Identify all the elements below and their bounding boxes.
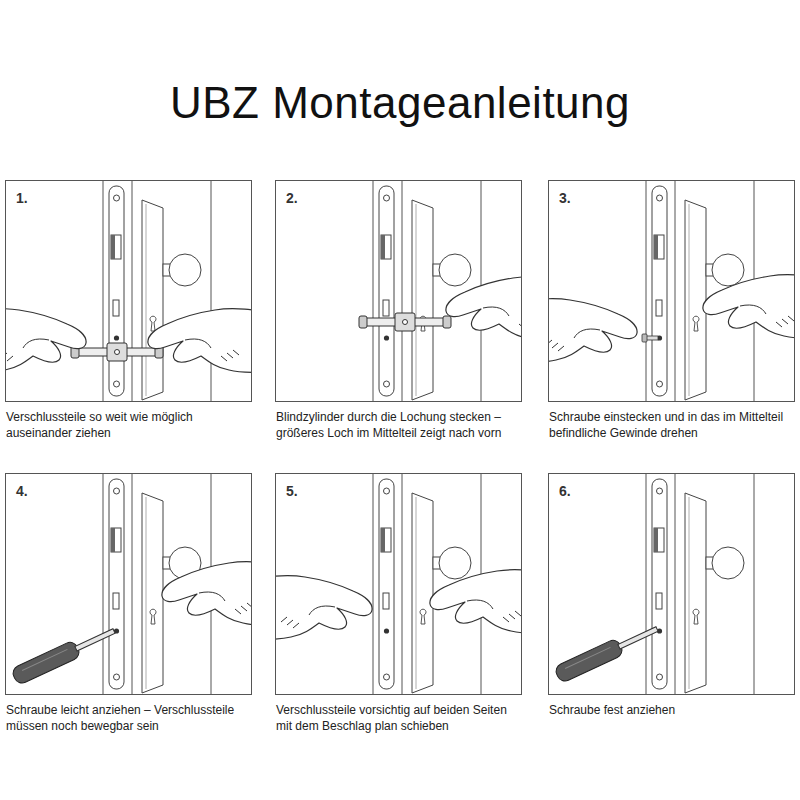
step-caption: Verschlussteile so weit wie möglich ause… [6,409,244,441]
step-number: 6. [559,483,571,499]
step-figure [554,473,754,695]
step-figure [548,180,795,402]
step-panel: 6.Schraube fest anziehen [548,473,795,695]
step-panel: 3.Schraube einstecken und in das im Mitt… [548,180,795,402]
step-caption: Schraube einstecken und in das im Mittel… [549,409,787,441]
step-panel: 2.Blindzylinder durch die Lochung stecke… [275,180,522,402]
step-number: 3. [559,190,571,206]
step-number: 4. [16,483,28,499]
step-caption: Verschlussteile vorsichtig auf beiden Se… [276,702,514,734]
step-panel: 5.Verschlussteile vorsichtig auf beiden … [275,473,522,695]
step-number: 1. [16,190,28,206]
step-caption: Schraube fest anziehen [549,702,787,718]
step-figure [11,473,252,695]
step-caption: Blindzylinder durch die Lochung stecken … [276,409,514,441]
step-panel: 1.Verschlussteile so weit wie möglich au… [5,180,252,402]
step-panel: 4.Schraube leicht anziehen – Verschlusst… [5,473,252,695]
step-figure [359,180,522,402]
step-caption: Schraube leicht anziehen – Verschlusstei… [6,702,244,734]
page-title: UBZ Montageanleitung [0,78,800,128]
step-figure [5,180,252,402]
step-number: 5. [286,483,298,499]
step-number: 2. [286,190,298,206]
step-figure [275,473,522,695]
